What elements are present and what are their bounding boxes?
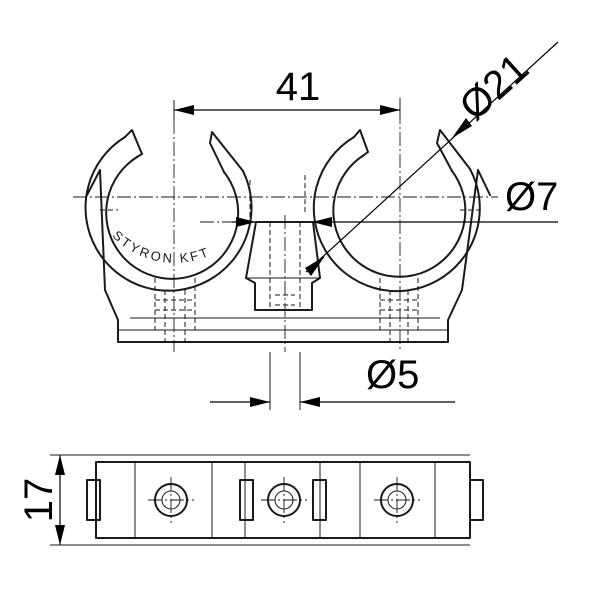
bottom-right-tab <box>469 479 484 521</box>
clip-body-outline <box>86 169 491 343</box>
bolt-hole-center <box>261 477 307 523</box>
bolt-hole-left <box>148 477 194 523</box>
bottom-view <box>86 454 484 546</box>
left-ring-outer <box>84 136 253 292</box>
bottom-left-tab <box>86 479 101 521</box>
dim-41-label: 41 <box>276 65 321 109</box>
center-right-slot <box>312 479 327 521</box>
center-left-slot <box>239 479 254 521</box>
right-ring-tip-left <box>353 129 369 156</box>
dim-d21-label: Ø21 <box>451 46 537 129</box>
center-lines <box>73 110 500 352</box>
center-boss <box>245 221 321 311</box>
dimension-d5: Ø5 <box>210 352 455 410</box>
dim-d5-label: Ø5 <box>366 353 419 397</box>
front-view: STYRON KFT <box>73 110 500 352</box>
right-ring-inner <box>332 154 467 278</box>
left-ring-tip-left <box>124 129 143 158</box>
dim-d7-label: Ø7 <box>505 175 558 219</box>
dimension-17: 17 <box>17 454 108 546</box>
dim-17-label: 17 <box>17 478 61 523</box>
left-ring-tip-right <box>209 131 244 173</box>
dimension-41: 41 <box>173 65 401 120</box>
dimension-d21: Ø21 <box>305 41 559 276</box>
bolt-hole-right <box>374 477 420 523</box>
right-ring-outer <box>312 136 481 293</box>
right-ring-tip-right <box>436 129 471 172</box>
dimension-d7: Ø7 <box>232 175 558 227</box>
left-ring-inner <box>105 156 240 280</box>
